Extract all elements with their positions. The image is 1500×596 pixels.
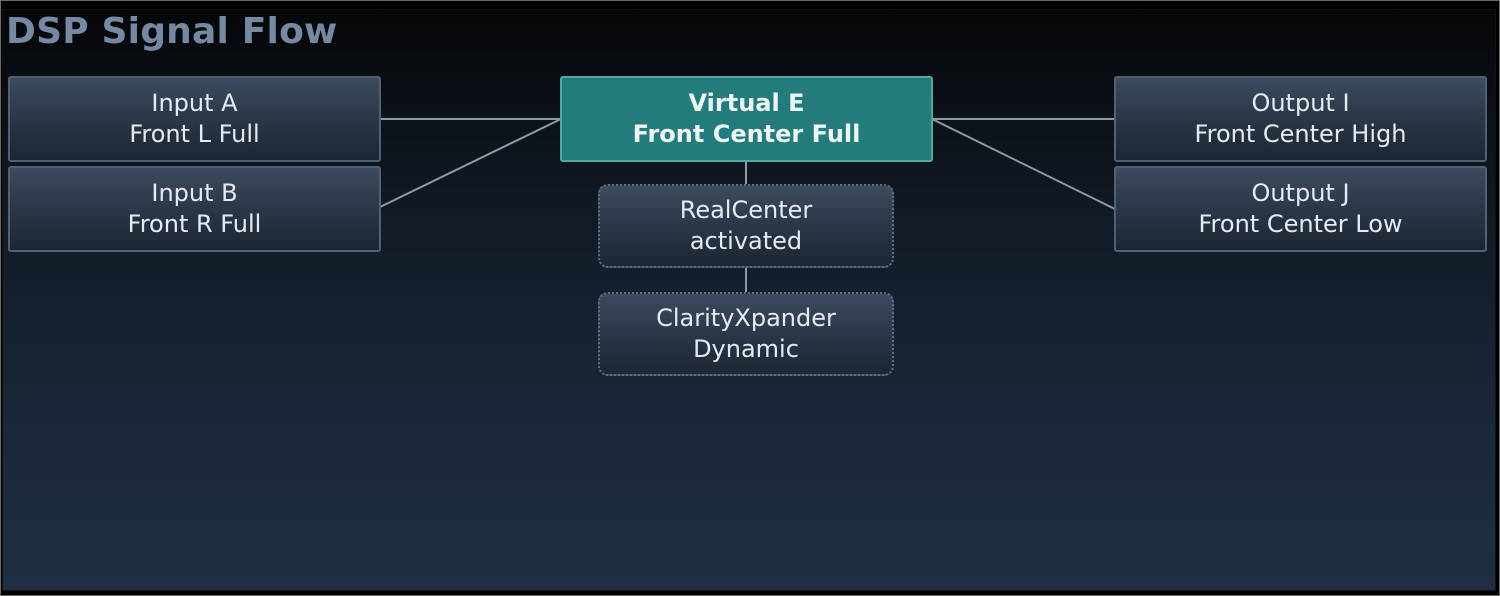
clarityxpander-mode: Dynamic bbox=[693, 335, 799, 363]
input-a-name: Input A bbox=[151, 89, 238, 117]
realcenter-status: activated bbox=[689, 227, 803, 255]
clarityxpander-node[interactable]: ClarityXpander Dynamic bbox=[598, 292, 894, 376]
output-i-node[interactable]: Output I Front Center High bbox=[1114, 76, 1487, 162]
input-b-name: Input B bbox=[151, 179, 238, 207]
output-j-name: Output J bbox=[1251, 179, 1350, 207]
input-b-node[interactable]: Input B Front R Full bbox=[8, 166, 381, 252]
input-b-channel: Front R Full bbox=[127, 210, 262, 238]
realcenter-node[interactable]: RealCenter activated bbox=[598, 184, 894, 268]
virtual-e-name: Virtual E bbox=[688, 89, 805, 117]
input-a-node[interactable]: Input A Front L Full bbox=[8, 76, 381, 162]
output-i-name: Output I bbox=[1251, 89, 1350, 117]
output-i-channel: Front Center High bbox=[1194, 120, 1407, 148]
realcenter-name: RealCenter bbox=[679, 196, 813, 224]
output-j-node[interactable]: Output J Front Center Low bbox=[1114, 166, 1487, 252]
output-j-channel: Front Center Low bbox=[1198, 210, 1403, 238]
panel-title: DSP Signal Flow bbox=[6, 11, 338, 52]
virtual-e-node[interactable]: Virtual E Front Center Full bbox=[560, 76, 933, 162]
virtual-e-channel: Front Center Full bbox=[632, 120, 861, 148]
clarityxpander-name: ClarityXpander bbox=[656, 304, 836, 332]
input-a-channel: Front L Full bbox=[129, 120, 260, 148]
